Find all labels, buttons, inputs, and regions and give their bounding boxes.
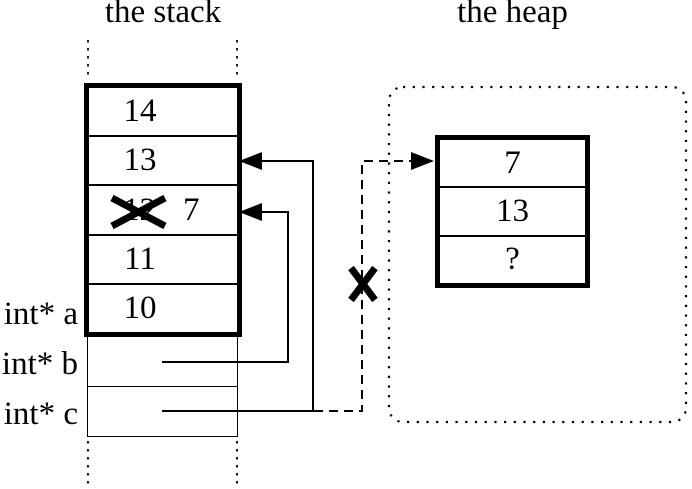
cross-out-dashed-pointer-icon: [348, 265, 378, 303]
heap-cell-value: 13: [496, 192, 529, 229]
stack-cell-4: 10: [89, 285, 237, 332]
label-int-c: int* c: [3, 395, 78, 432]
dashed-pointer-c-to-heap: [314, 160, 413, 412]
var-cell-b: [88, 337, 237, 387]
label-int-a: int* a: [3, 295, 78, 332]
stack-cell-value: 13: [123, 142, 157, 179]
heap-title: the heap: [457, 0, 568, 30]
heap-cell-value: 7: [504, 144, 521, 181]
stack-cell-value: 11: [124, 240, 156, 277]
stack-cell-3: 11: [89, 236, 237, 285]
heap-cell-1: 13: [440, 188, 585, 237]
stack-frame-box: 14 13 12 7 11 10: [84, 83, 242, 337]
var-cell-c: [88, 387, 237, 436]
stack-cell-2-overwritten: 12 7: [89, 186, 237, 236]
pointer-variable-cells: [87, 337, 238, 437]
heap-cell-2: ?: [440, 237, 585, 283]
label-int-b: int* b: [1, 345, 78, 382]
arrowhead-into-stack13-icon: [239, 152, 262, 170]
stack-title: the stack: [104, 0, 222, 30]
stack-cell-old-value: 12: [123, 191, 156, 228]
stack-cell-0: 14: [89, 88, 237, 138]
stack-cell-value: 14: [123, 93, 157, 130]
heap-cell-value: ?: [505, 241, 520, 278]
heap-cell-0: 7: [440, 140, 585, 189]
stack-cell-new-value: 7: [183, 191, 200, 228]
arrowhead-into-stack12-icon: [239, 203, 262, 221]
heap-object-box: 7 13 ?: [435, 135, 590, 288]
stack-cell-value: 10: [123, 289, 157, 326]
arrowhead-into-heap-icon: [411, 152, 434, 170]
stack-cell-1: 13: [89, 137, 237, 187]
